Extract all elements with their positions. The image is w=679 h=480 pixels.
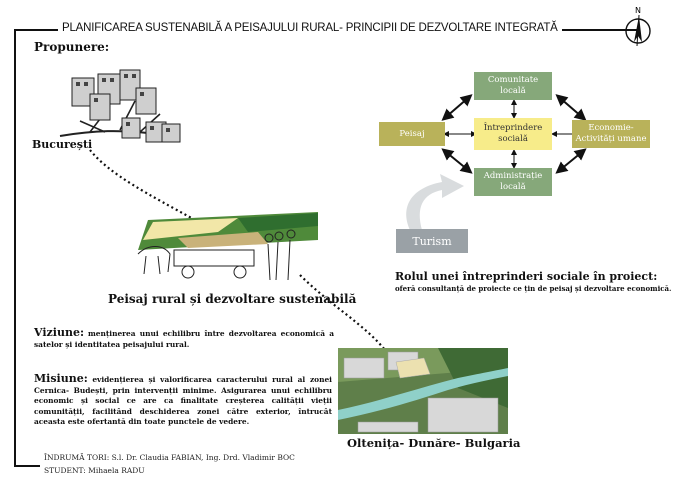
vision-label: Viziune: [34, 326, 84, 339]
frame-bottom-line [14, 465, 40, 467]
tourism-curved-arrow-icon [406, 174, 464, 230]
vision-text: menținerea unui echilibru între dezvolta… [34, 329, 334, 349]
role-title: Rolul unei întreprinderi sociale în proi… [395, 270, 658, 283]
role-text: oferă consultanță de proiecte ce țin de … [395, 284, 672, 293]
node-landscape: Peisaj [379, 122, 445, 146]
vision-paragraph: Viziune: menținerea unui echilibru între… [34, 326, 334, 350]
frame-left-line [14, 29, 16, 467]
region-label: Oltenița- Dunăre- Bulgaria [347, 436, 521, 450]
page-title: PLANIFICAREA SUSTENABILĂ A PEISAJULUI RU… [58, 22, 562, 34]
node-local-administration: Administrație locală [474, 168, 552, 196]
rural-landscape-illustration [137, 212, 318, 281]
node-tourism: Turism [396, 229, 468, 253]
diagram-arrows [441, 94, 587, 174]
node-economy: Economie- Activități umane [572, 120, 650, 148]
student-credit: STUDENT: Mihaela RADU [44, 466, 145, 475]
city-buildings-illustration [59, 69, 181, 143]
city-label: București [32, 138, 93, 151]
region-map-illustration [338, 348, 508, 434]
mission-label: Misiune: [34, 372, 88, 385]
node-social-enterprise: Întreprindere socială [474, 118, 552, 150]
north-arrow-icon: N [625, 6, 651, 47]
rural-landscape-label: Peisaj rural și dezvoltare sustenabilă [108, 292, 357, 306]
coordinators-credit: ÎNDRUMĂ TORI: S.l. Dr. Claudia FABIAN, I… [44, 453, 295, 462]
proposal-heading: Propunere: [34, 40, 110, 54]
mission-paragraph: Misiune: evidențierea și valorificarea c… [34, 372, 332, 428]
mission-text: evidențierea și valorificarea caracterul… [34, 375, 332, 427]
node-local-community: Comunitate locală [474, 72, 552, 100]
compass-letter: N [635, 6, 641, 15]
